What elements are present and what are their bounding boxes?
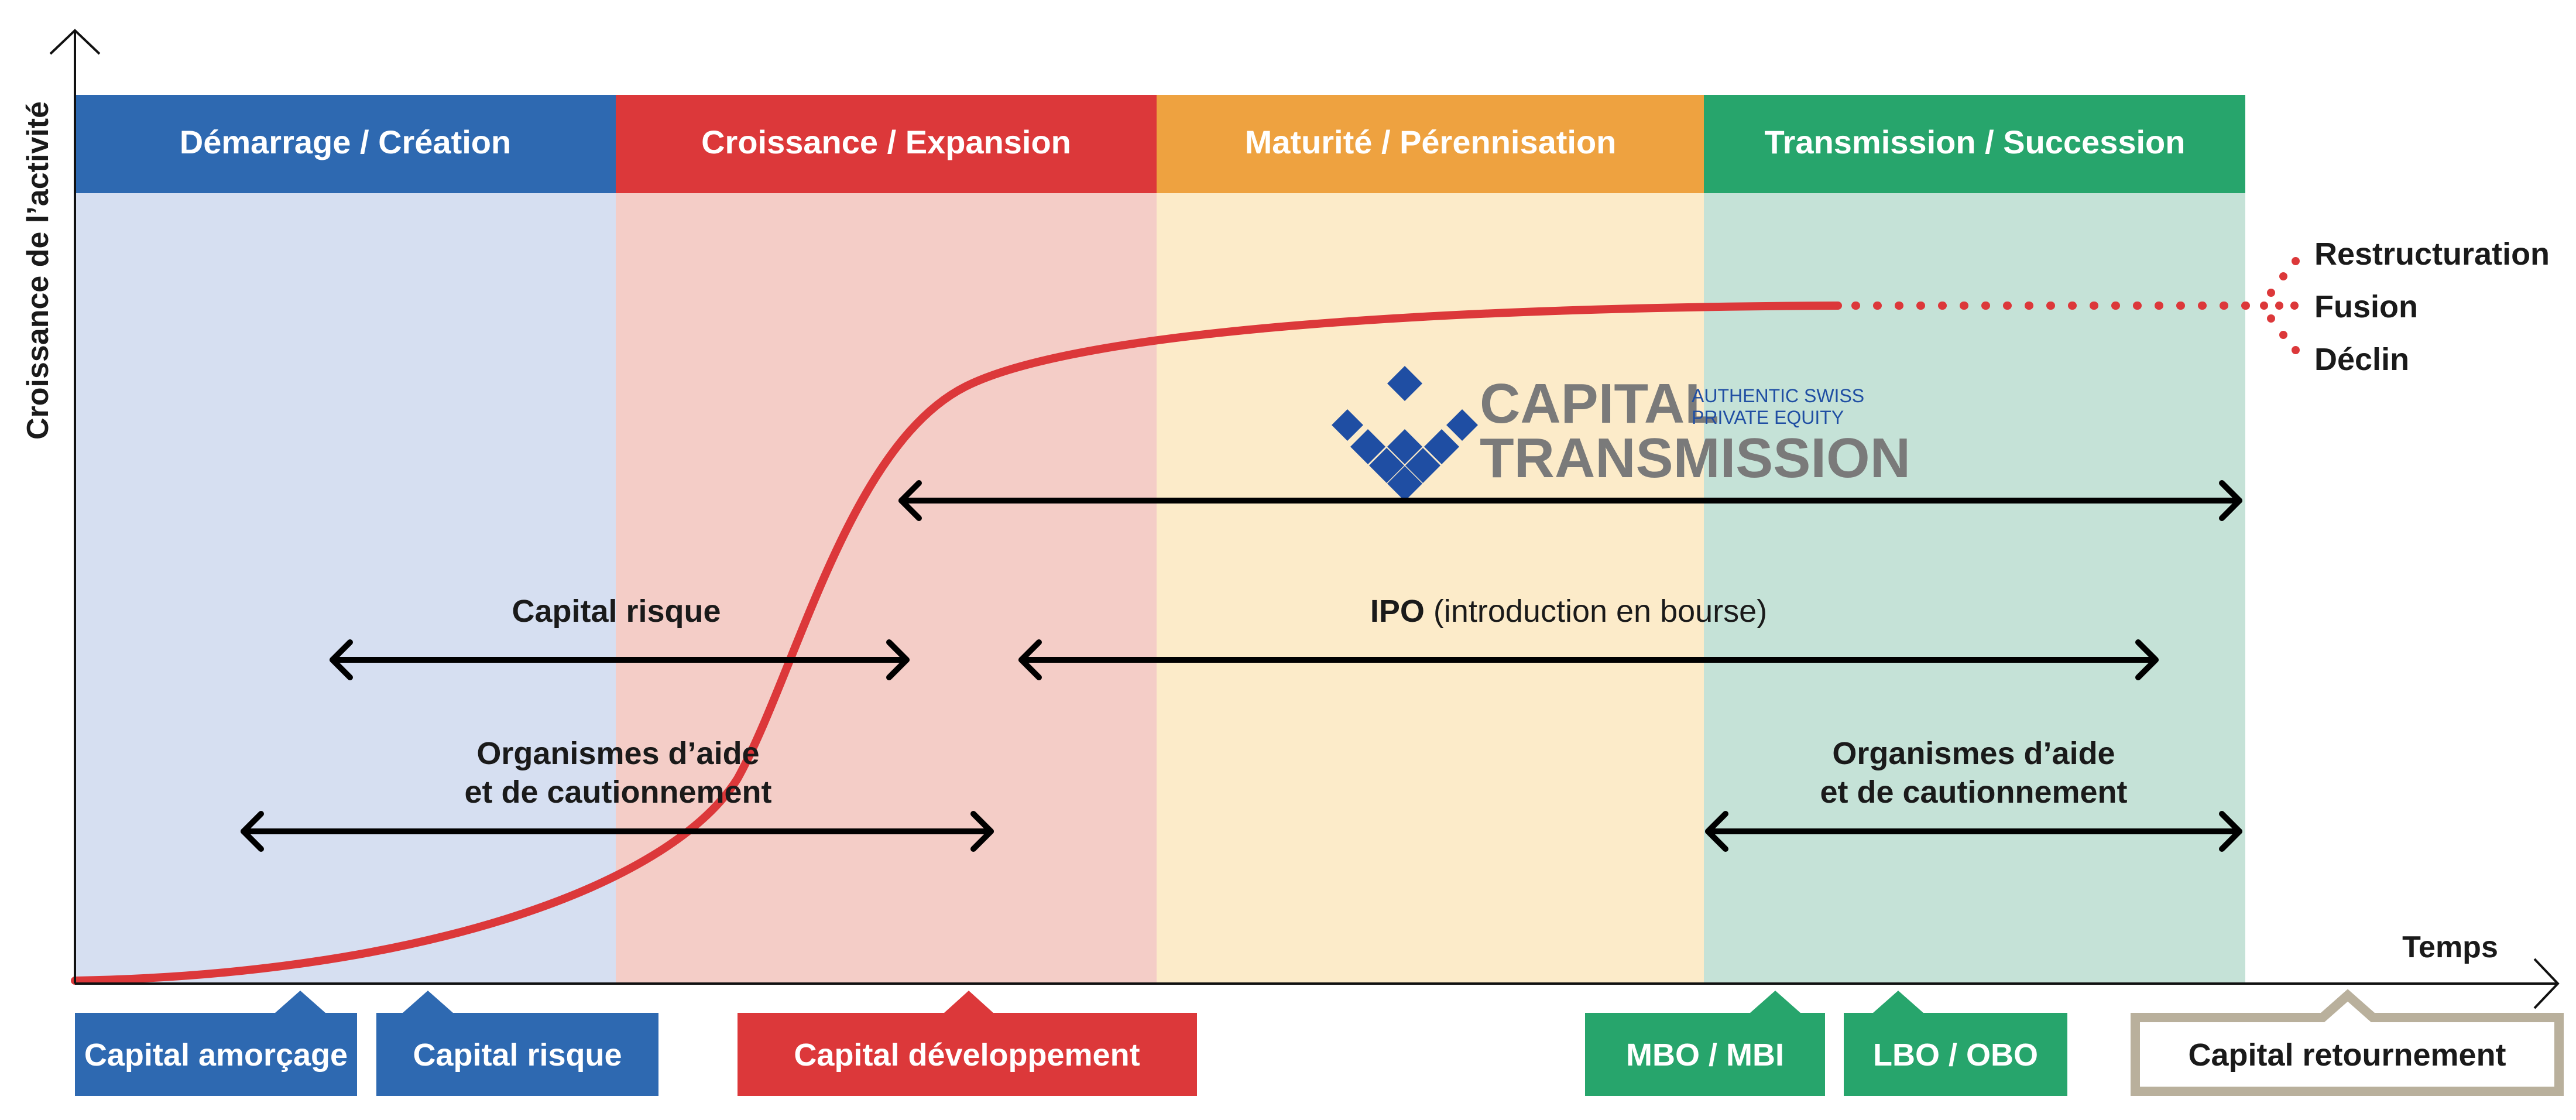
range-label-aide-right-2: et de cautionnement (1820, 775, 2127, 810)
outcome-branches (2260, 257, 2300, 354)
phase-header-demarrage: Démarrage / Création (75, 95, 616, 193)
phase-header-label: Croissance / Expansion (701, 124, 1071, 160)
outcome-declin: Déclin (2314, 342, 2409, 377)
growth-curve (71, 302, 1842, 985)
phase-bg-demarrage (75, 193, 616, 984)
phase-bg-croissance (616, 193, 1157, 984)
financing-mbo-mbi: MBO / MBI (1585, 991, 1825, 1096)
logo-line-capital: CAPITAL (1480, 372, 1719, 435)
range-label-aide-left-2: et de cautionnement (464, 775, 771, 810)
financing-label: LBO / OBO (1873, 1037, 2038, 1073)
y-axis (49, 29, 101, 984)
financing-label: MBO / MBI (1626, 1037, 1784, 1073)
x-axis-label: Temps (2402, 930, 2498, 964)
diamond-logo-icon (1332, 366, 1478, 501)
financing-label: Capital amorçage (84, 1037, 348, 1073)
financing-label: Capital retournement (2188, 1037, 2506, 1073)
financing-capital-developpement: Capital développement (738, 991, 1197, 1096)
financing-capital-amorcage: Capital amorçage (75, 991, 357, 1096)
range-label-aide-left-1: Organismes d’aide (476, 736, 759, 771)
outcome-fusion: Fusion (2314, 289, 2418, 324)
y-axis-label: Croissance de l’activité (21, 101, 55, 440)
x-axis (75, 958, 2560, 1009)
financing-capital-risque: Capital risque (376, 991, 658, 1096)
phase-header-maturite: Maturité / Pérennisation (1157, 95, 1704, 193)
logo-line-transmission: TRANSMISSION (1480, 427, 1910, 489)
range-aide-left-arrow (241, 811, 994, 852)
range-capital-risque-arrow (330, 639, 910, 680)
logo-tagline-1: AUTHENTIC SWISS (1692, 385, 1864, 406)
phase-header-croissance: Croissance / Expansion (616, 95, 1157, 193)
phase-header-transmission: Transmission / Succession (1704, 95, 2245, 193)
financing-lbo-obo: LBO / OBO (1844, 991, 2067, 1096)
phase-header-label: Démarrage / Création (180, 124, 511, 160)
range-ipo-arrow (1018, 639, 2159, 680)
range-label-aide-right-1: Organismes d’aide (1832, 736, 2115, 771)
range-capital-transmission-arrow (898, 480, 2242, 521)
range-label-capital-risque: Capital risque (512, 594, 721, 629)
phase-bg-transmission (1704, 193, 2245, 984)
capital-transmission-logo: CAPITAL TRANSMISSION AUTHENTIC SWISS PRI… (1332, 366, 1910, 501)
range-label-ipo: IPO (introduction en bourse) (1370, 594, 1767, 629)
phase-header-label: Transmission / Succession (1765, 124, 2186, 160)
phase-header-label: Maturité / Pérennisation (1245, 124, 1617, 160)
outcome-restructuration: Restructuration (2314, 237, 2550, 272)
range-aide-right-arrow (1705, 811, 2242, 852)
financing-capital-retournement: Capital retournement (2131, 989, 2564, 1096)
financing-label: Capital développement (794, 1037, 1140, 1073)
financing-label: Capital risque (413, 1037, 622, 1073)
phase-bg-maturite (1157, 193, 1704, 984)
logo-tagline-2: PRIVATE EQUITY (1692, 407, 1844, 428)
